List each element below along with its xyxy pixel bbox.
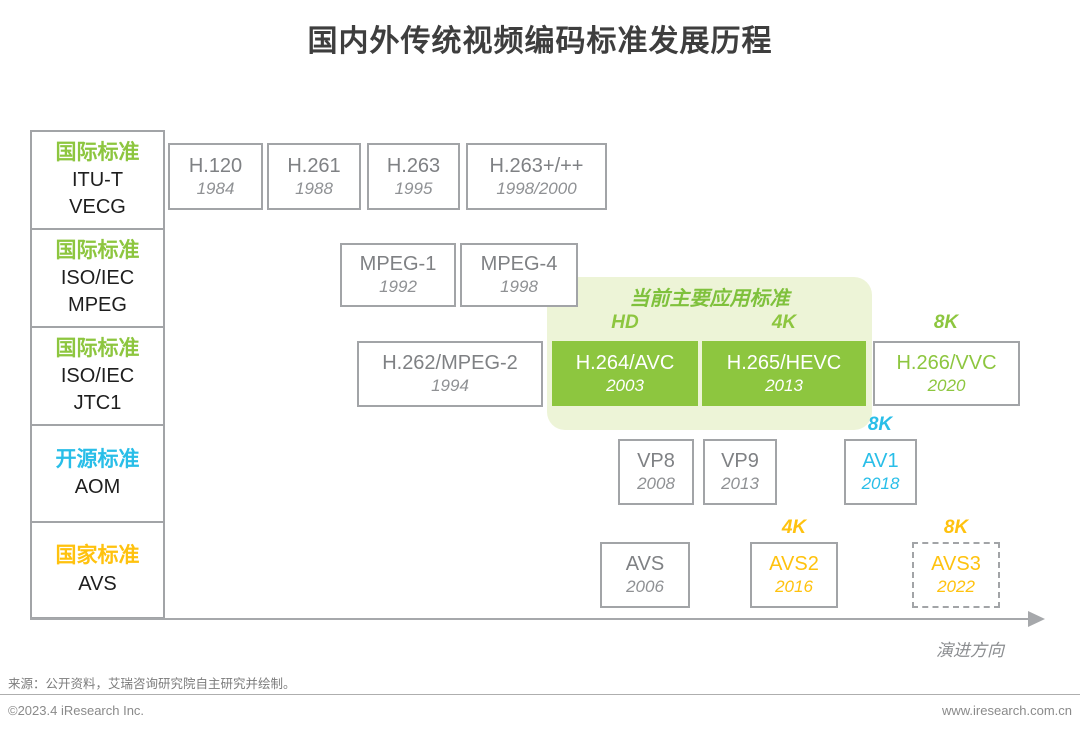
arrow-right-icon bbox=[1028, 611, 1045, 627]
category-type-label: 开源标准 bbox=[55, 447, 140, 471]
resolution-badge-8k: 8K bbox=[933, 312, 959, 333]
category-org-line: ISO/IEC bbox=[60, 267, 135, 290]
codec-name: H.262/MPEG-2 bbox=[382, 352, 518, 375]
codec-name: AVS3 bbox=[931, 553, 981, 576]
codec-year: 1988 bbox=[295, 178, 333, 198]
category-box-aom: 开源标准 AOM bbox=[30, 424, 165, 523]
category-type-label: 国际标准 bbox=[55, 140, 140, 164]
codec-year: 2008 bbox=[637, 474, 675, 494]
codec-box-avs3: AVS3 2022 bbox=[912, 542, 1000, 608]
category-org-line: ISO/IEC bbox=[60, 365, 135, 388]
category-org-line: AVS bbox=[78, 572, 117, 595]
category-box-iso-iec-mpeg: 国际标准 ISO/IEC MPEG bbox=[30, 228, 165, 328]
category-org-line: JTC1 bbox=[73, 392, 122, 415]
resolution-badge-8k-av1: 8K bbox=[867, 414, 893, 435]
resolution-badge-4k-avs2: 4K bbox=[781, 517, 807, 538]
resolution-badge-4k: 4K bbox=[771, 312, 797, 333]
category-type-label: 国家标准 bbox=[55, 544, 140, 568]
codec-box-h265-hevc: H.265/HEVC 2013 bbox=[702, 341, 866, 406]
resolution-badge-hd: HD bbox=[611, 312, 639, 333]
codec-name: VP9 bbox=[721, 450, 759, 473]
codec-year: 1984 bbox=[196, 178, 235, 198]
source-note: 来源：公开资料，艾瑞咨询研究院自主研究并绘制。 bbox=[8, 677, 296, 691]
codec-year: 1994 bbox=[431, 376, 469, 396]
category-org-line: VECG bbox=[69, 196, 126, 219]
codec-name: MPEG-1 bbox=[359, 253, 437, 276]
codec-year: 1998/2000 bbox=[496, 178, 577, 198]
category-org-line: AOM bbox=[74, 476, 121, 499]
codec-name: AV1 bbox=[862, 450, 899, 473]
codec-name: MPEG-4 bbox=[480, 253, 558, 276]
copyright-text: ©2023.4 iResearch Inc. bbox=[8, 703, 145, 718]
category-org-line: MPEG bbox=[68, 294, 127, 317]
codec-year: 2013 bbox=[765, 375, 803, 395]
codec-box-vp8: VP8 2008 bbox=[618, 439, 694, 505]
codec-box-h266-vvc: H.266/VVC 2020 bbox=[873, 341, 1020, 406]
codec-box-vp9: VP9 2013 bbox=[703, 439, 777, 505]
category-box-itu-t-vecg: 国际标准 ITU-T VECG bbox=[30, 130, 165, 230]
codec-name: AVS bbox=[625, 553, 665, 576]
current-standards-label: 当前主要应用标准 bbox=[629, 288, 790, 310]
codec-year: 2018 bbox=[861, 474, 900, 494]
page-title: 国内外传统视频编码标准发展历程 bbox=[307, 25, 773, 58]
codec-name: H.266/VVC bbox=[896, 351, 997, 374]
codec-name: H.263 bbox=[386, 154, 441, 177]
codec-box-avs: AVS 2006 bbox=[600, 542, 690, 608]
resolution-badge-8k-avs3: 8K bbox=[943, 517, 969, 538]
evolution-direction-label: 演进方向 bbox=[936, 641, 1004, 660]
category-type-label: 国际标准 bbox=[55, 336, 140, 360]
codec-box-h263plus: H.263+/++ 1998/2000 bbox=[466, 143, 607, 210]
codec-box-h120: H.120 1984 bbox=[168, 143, 263, 210]
category-org-line: ITU-T bbox=[71, 169, 124, 192]
codec-year: 2016 bbox=[775, 577, 813, 597]
website-url: www.iresearch.com.cn bbox=[941, 703, 1072, 718]
category-type-label: 国际标准 bbox=[55, 238, 140, 262]
codec-box-h262-mpeg2: H.262/MPEG-2 1994 bbox=[357, 341, 543, 407]
codec-box-mpeg1: MPEG-1 1992 bbox=[340, 243, 456, 307]
codec-year: 2013 bbox=[721, 474, 759, 494]
codec-name: AVS2 bbox=[769, 553, 819, 576]
codec-year: 2003 bbox=[606, 375, 644, 395]
codec-box-avs2: AVS2 2016 bbox=[750, 542, 838, 608]
codec-year: 2022 bbox=[937, 577, 975, 597]
codec-name: H.263+/++ bbox=[489, 154, 584, 177]
codec-name: H.265/HEVC bbox=[726, 351, 842, 374]
codec-name: H.261 bbox=[287, 154, 341, 177]
category-box-avs: 国家标准 AVS bbox=[30, 521, 165, 619]
footer-divider bbox=[0, 694, 1080, 695]
category-box-iso-iec-jtc1: 国际标准 ISO/IEC JTC1 bbox=[30, 326, 165, 426]
codec-box-h261: H.261 1988 bbox=[267, 143, 361, 210]
codec-year: 2020 bbox=[927, 375, 966, 395]
codec-name: H.120 bbox=[188, 154, 243, 177]
codec-year: 1992 bbox=[379, 277, 417, 297]
codec-box-av1: AV1 2018 bbox=[844, 439, 917, 505]
codec-year: 1998 bbox=[500, 277, 538, 297]
codec-box-mpeg4: MPEG-4 1998 bbox=[460, 243, 578, 307]
codec-box-h263: H.263 1995 bbox=[367, 143, 460, 210]
codec-name: VP8 bbox=[637, 450, 675, 473]
codec-year: 1995 bbox=[394, 178, 433, 198]
codec-box-h264-avc: H.264/AVC 2003 bbox=[552, 341, 698, 406]
timeline-axis bbox=[30, 618, 1030, 620]
codec-name: H.264/AVC bbox=[575, 351, 675, 374]
codec-year: 2006 bbox=[626, 577, 664, 597]
